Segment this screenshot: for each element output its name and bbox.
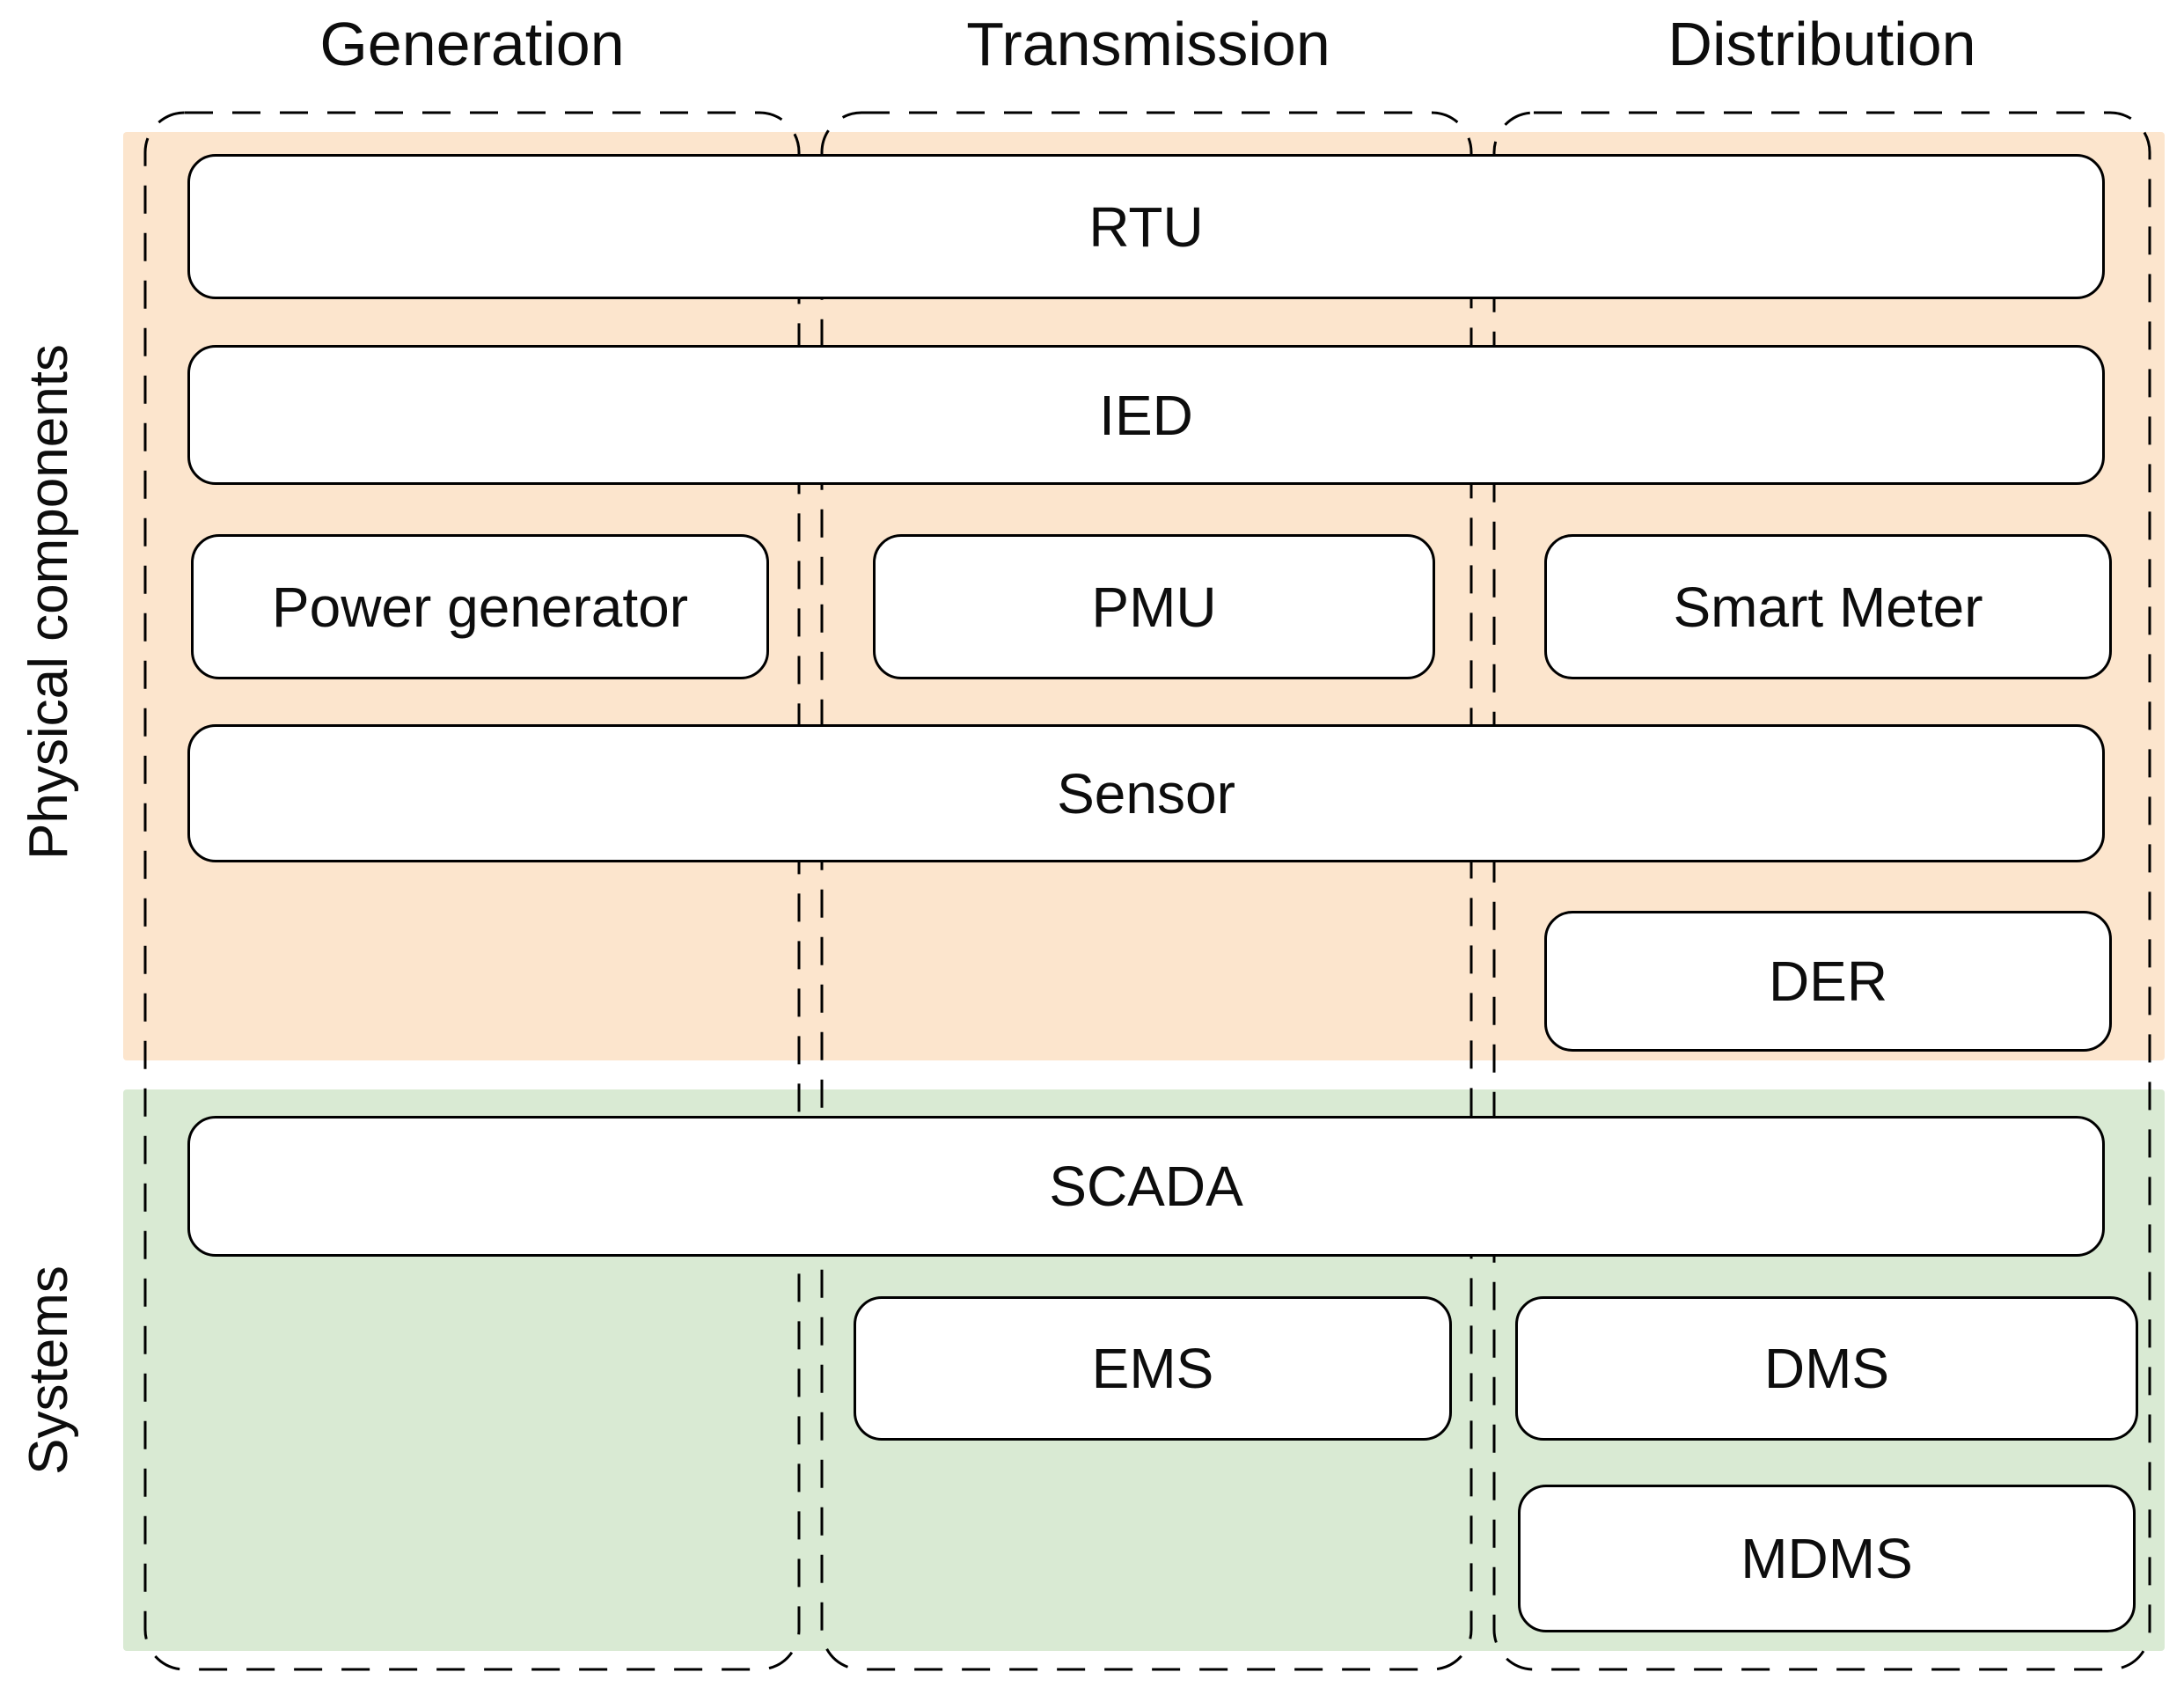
node-smart-meter: Smart Meter xyxy=(1544,534,2112,679)
node-ems: EMS xyxy=(854,1296,1452,1441)
node-power-generator: Power generator xyxy=(191,534,769,679)
column-header-generation: Generation xyxy=(319,10,625,78)
node-rtu: RTU xyxy=(187,154,2105,299)
node-scada: SCADA xyxy=(187,1116,2105,1257)
node-dms: DMS xyxy=(1515,1296,2138,1441)
node-ied: IED xyxy=(187,345,2105,485)
column-header-distribution: Distribution xyxy=(1667,10,1976,78)
node-pmu: PMU xyxy=(873,534,1435,679)
column-header-transmission: Transmission xyxy=(966,10,1330,78)
node-der: DER xyxy=(1544,911,2112,1052)
distribution-column-outline xyxy=(1492,111,2151,1671)
node-mdms: MDMS xyxy=(1518,1485,2136,1632)
transmission-column-outline xyxy=(820,111,1473,1671)
generation-column-outline xyxy=(143,111,801,1671)
node-sensor: Sensor xyxy=(187,724,2105,862)
